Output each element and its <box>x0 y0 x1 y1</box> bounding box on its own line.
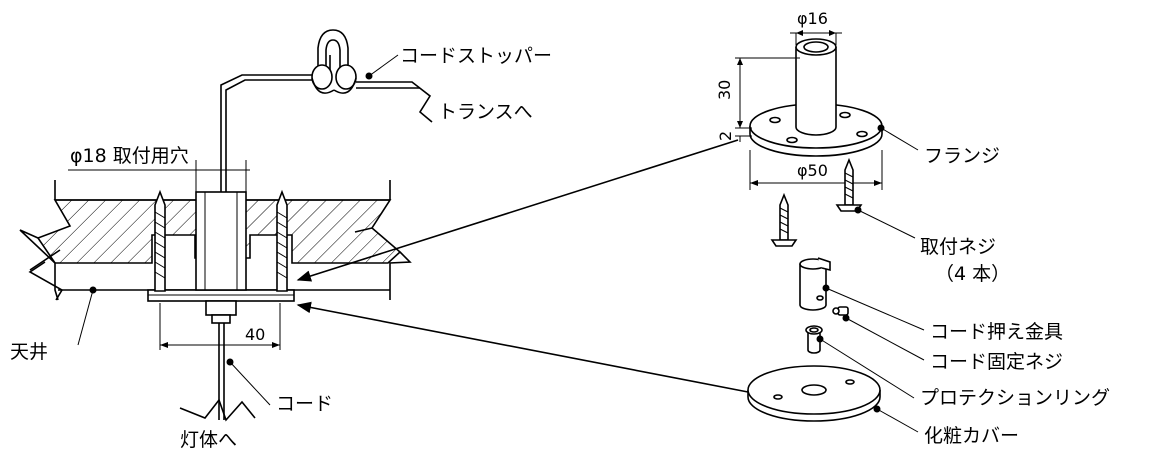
ceiling-break-right <box>354 180 412 300</box>
cord-fix-screw-part <box>832 306 849 316</box>
cord-up <box>220 55 331 192</box>
hole-label: φ18 取付用穴 <box>70 145 189 167</box>
arrow-cover <box>296 301 749 393</box>
arrow-flange <box>296 139 739 282</box>
flange-tube <box>195 191 247 291</box>
width-dim-label: 40 <box>245 325 265 344</box>
cord-stopper-part <box>311 29 357 94</box>
protection-ring-part <box>805 325 823 354</box>
exploded-parts <box>735 30 925 433</box>
mounting-screw-label: 取付ネジ <box>920 236 996 258</box>
ceiling-label: 天井 <box>10 341 48 363</box>
cord-stopper-label: コードストッパー <box>400 45 552 67</box>
cord-fix-screw-label: コード固定ネジ <box>930 351 1063 373</box>
installed-section <box>19 29 433 422</box>
protection-ring-label: プロテクションリング <box>920 387 1110 409</box>
decor-cover-label: 化粧カバー <box>924 425 1019 447</box>
decor-cover-part <box>747 365 881 422</box>
cord-clamp-part <box>799 257 831 311</box>
dim-phi16: φ16 <box>797 9 828 28</box>
flange-part <box>749 38 883 157</box>
screw-count-label: （4 本） <box>935 263 1010 285</box>
dim-2: 2 <box>716 131 735 141</box>
cord-label: コード <box>276 393 333 415</box>
to-fixture-label: 灯体へ <box>180 429 237 450</box>
dim-phi50: φ50 <box>797 161 828 180</box>
cord-to-transformer <box>356 81 433 123</box>
wood-screw-right <box>276 189 288 292</box>
flange-label: フランジ <box>924 145 1000 167</box>
wood-screw-left <box>154 189 166 292</box>
cord-clamp-installed <box>205 300 237 316</box>
to-transformer-label: トランスへ <box>438 101 533 123</box>
cord-clamp-label: コード押え金具 <box>930 321 1063 343</box>
ceiling-break-left <box>19 180 61 301</box>
dim-30: 30 <box>715 80 734 100</box>
